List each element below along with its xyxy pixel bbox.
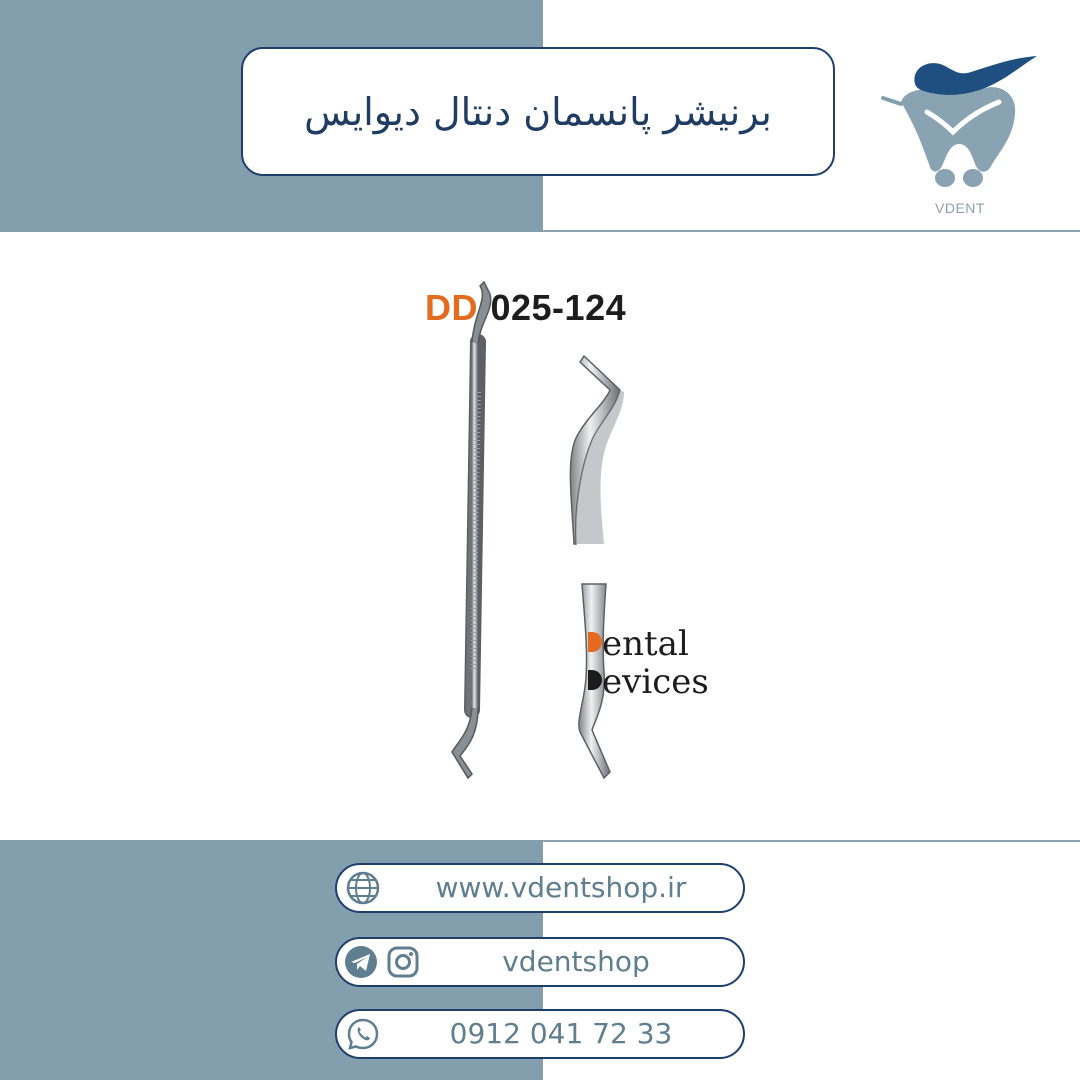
full-instrument: [451, 280, 492, 780]
contact-band: www.vdentshop.ir vdentshop 0912 041 72 3…: [0, 840, 1080, 1080]
social-pill[interactable]: vdentshop: [335, 937, 745, 987]
product-code-prefix: DD: [425, 287, 478, 328]
tip-detail-top: [569, 354, 624, 545]
website-link[interactable]: www.vdentshop.ir: [435, 871, 687, 904]
vdent-logo[interactable]: VDENT: [875, 40, 1045, 225]
telegram-icon[interactable]: [343, 944, 379, 980]
brand-mark-top: [588, 632, 602, 652]
header-divider: [543, 230, 1080, 232]
logo-wordmark: VDENT: [935, 200, 985, 216]
phone-number[interactable]: 0912 041 72 33: [449, 1017, 673, 1050]
website-pill[interactable]: www.vdentshop.ir: [335, 863, 745, 913]
phone-pill[interactable]: 0912 041 72 33: [335, 1009, 745, 1059]
product-code-number: -025-124: [478, 287, 627, 328]
brand-line-1: ental: [602, 624, 689, 664]
brand-mark-bottom: [588, 670, 602, 690]
social-handle[interactable]: vdentshop: [502, 945, 650, 978]
instrument-illustration: [451, 280, 624, 780]
contact-divider: [543, 840, 1080, 842]
dental-devices-brand: ental evices: [580, 624, 750, 704]
globe-icon: [346, 871, 380, 905]
title-box: برنیشر پانسمان دنتال دیوایس: [241, 47, 835, 176]
header-band: برنیشر پانسمان دنتال دیوایس VDENT: [0, 0, 1080, 232]
tooth-cart-icon: [881, 56, 1037, 187]
product-image: DD-025-124: [0, 232, 1080, 840]
whatsapp-icon: [347, 1018, 379, 1050]
instagram-icon[interactable]: [385, 944, 421, 980]
page-title: برنیشر پانسمان دنتال دیوایس: [304, 89, 772, 134]
brand-line-2: evices: [602, 662, 709, 702]
product-code: DD-025-124: [425, 287, 626, 329]
